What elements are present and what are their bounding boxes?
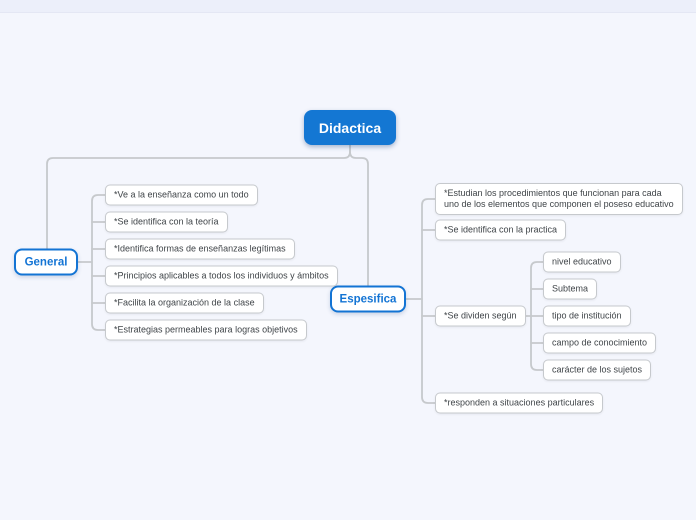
node-general-child-3[interactable]: *Principios aplicables a todos los indiv… <box>105 265 338 287</box>
node-general-child-2[interactable]: *Identifica formas de enseñanzas legítim… <box>105 238 295 260</box>
connector-sub-spine <box>530 261 544 371</box>
connector-root-espesifica <box>349 151 369 287</box>
node-sedividen-child-1[interactable]: Subtema <box>543 278 598 300</box>
node-espesifica-child-0[interactable]: *Estudian los procedimientos que funcion… <box>435 183 683 215</box>
node-general-child-0[interactable]: *Ve a la enseñanza como un todo <box>105 184 258 206</box>
node-general-child-1[interactable]: *Se identifica con la teoría <box>105 211 228 233</box>
node-branch-espesifica[interactable]: Espesifica <box>330 285 406 313</box>
top-bar <box>0 0 696 13</box>
node-general-child-4[interactable]: *Facilita la organización de la clase <box>105 292 264 314</box>
connector-left-spine <box>91 194 106 331</box>
node-sedividen-child-2[interactable]: tipo de institución <box>543 305 631 327</box>
node-branch-general[interactable]: General <box>14 248 78 276</box>
node-espesifica-child-1[interactable]: *Se identifica con la practica <box>435 219 567 241</box>
node-espesifica-child-3[interactable]: *responden a situaciones particulares <box>435 392 604 414</box>
node-sedividen-child-3[interactable]: campo de conocimiento <box>543 332 657 354</box>
node-sedividen-child-4[interactable]: carácter de los sujetos <box>543 359 652 381</box>
node-sedividen-child-0[interactable]: nivel educativo <box>543 251 621 273</box>
connector-right-spine <box>421 198 436 404</box>
node-root-didactica[interactable]: Didactica <box>304 110 396 145</box>
node-espesifica-child-2[interactable]: *Se dividen según <box>435 305 526 327</box>
node-general-child-5[interactable]: *Estrategias permeables para logras obje… <box>105 319 307 341</box>
